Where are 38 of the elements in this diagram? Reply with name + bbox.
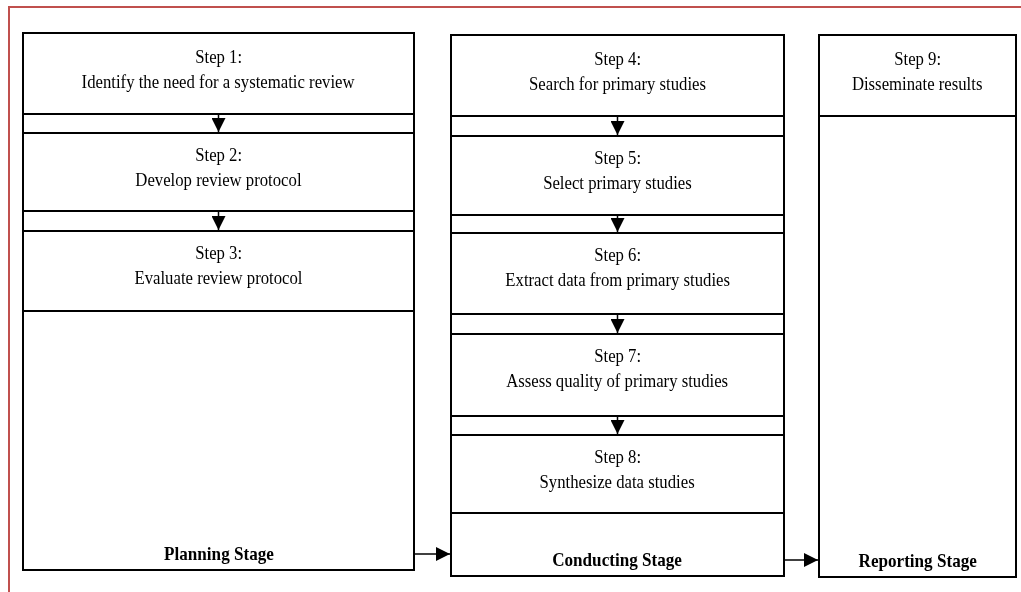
arrow <box>211 211 226 231</box>
step-description: Extract data from primary studies <box>505 268 730 292</box>
step-description: Identify the need for a systematic review <box>82 70 355 94</box>
arrow <box>211 114 226 133</box>
step-description: Assess quality of primary studies <box>506 369 729 393</box>
step-box <box>452 135 783 216</box>
step-number: Step 8: <box>594 445 641 469</box>
stage-label: Planning Stage <box>163 543 274 565</box>
step-box <box>452 232 783 315</box>
step-box <box>24 230 413 312</box>
step-number: Step 6: <box>594 243 641 267</box>
step-number: Step 3: <box>195 241 242 265</box>
step-box <box>452 333 783 417</box>
arrow <box>610 215 625 233</box>
arrow <box>784 553 819 567</box>
step-description: Develop review protocol <box>135 168 302 192</box>
arrow <box>414 547 451 561</box>
step-number: Step 2: <box>195 143 242 167</box>
stage-label: Reporting Stage <box>858 550 977 572</box>
step-number: Step 7: <box>594 344 641 368</box>
step-description: Evaluate review protocol <box>134 266 303 290</box>
stage-column <box>450 34 785 577</box>
step-description: Search for primary studies <box>529 72 706 96</box>
arrow <box>610 116 625 136</box>
arrow <box>610 416 625 435</box>
step-description: Disseminate results <box>852 72 983 96</box>
step-box <box>452 434 783 514</box>
stage-column <box>818 34 1017 578</box>
stage-label: Conducting Stage <box>552 549 683 571</box>
step-number: Step 5: <box>594 146 641 170</box>
step-number: Step 1: <box>195 45 242 69</box>
arrow <box>610 314 625 334</box>
step-description: Select primary studies <box>543 171 692 195</box>
stage-column <box>22 32 415 571</box>
step-number: Step 4: <box>594 47 641 71</box>
step-description: Synthesize data studies <box>539 470 696 494</box>
step-box <box>24 132 413 212</box>
step-number: Step 9: <box>894 47 941 71</box>
